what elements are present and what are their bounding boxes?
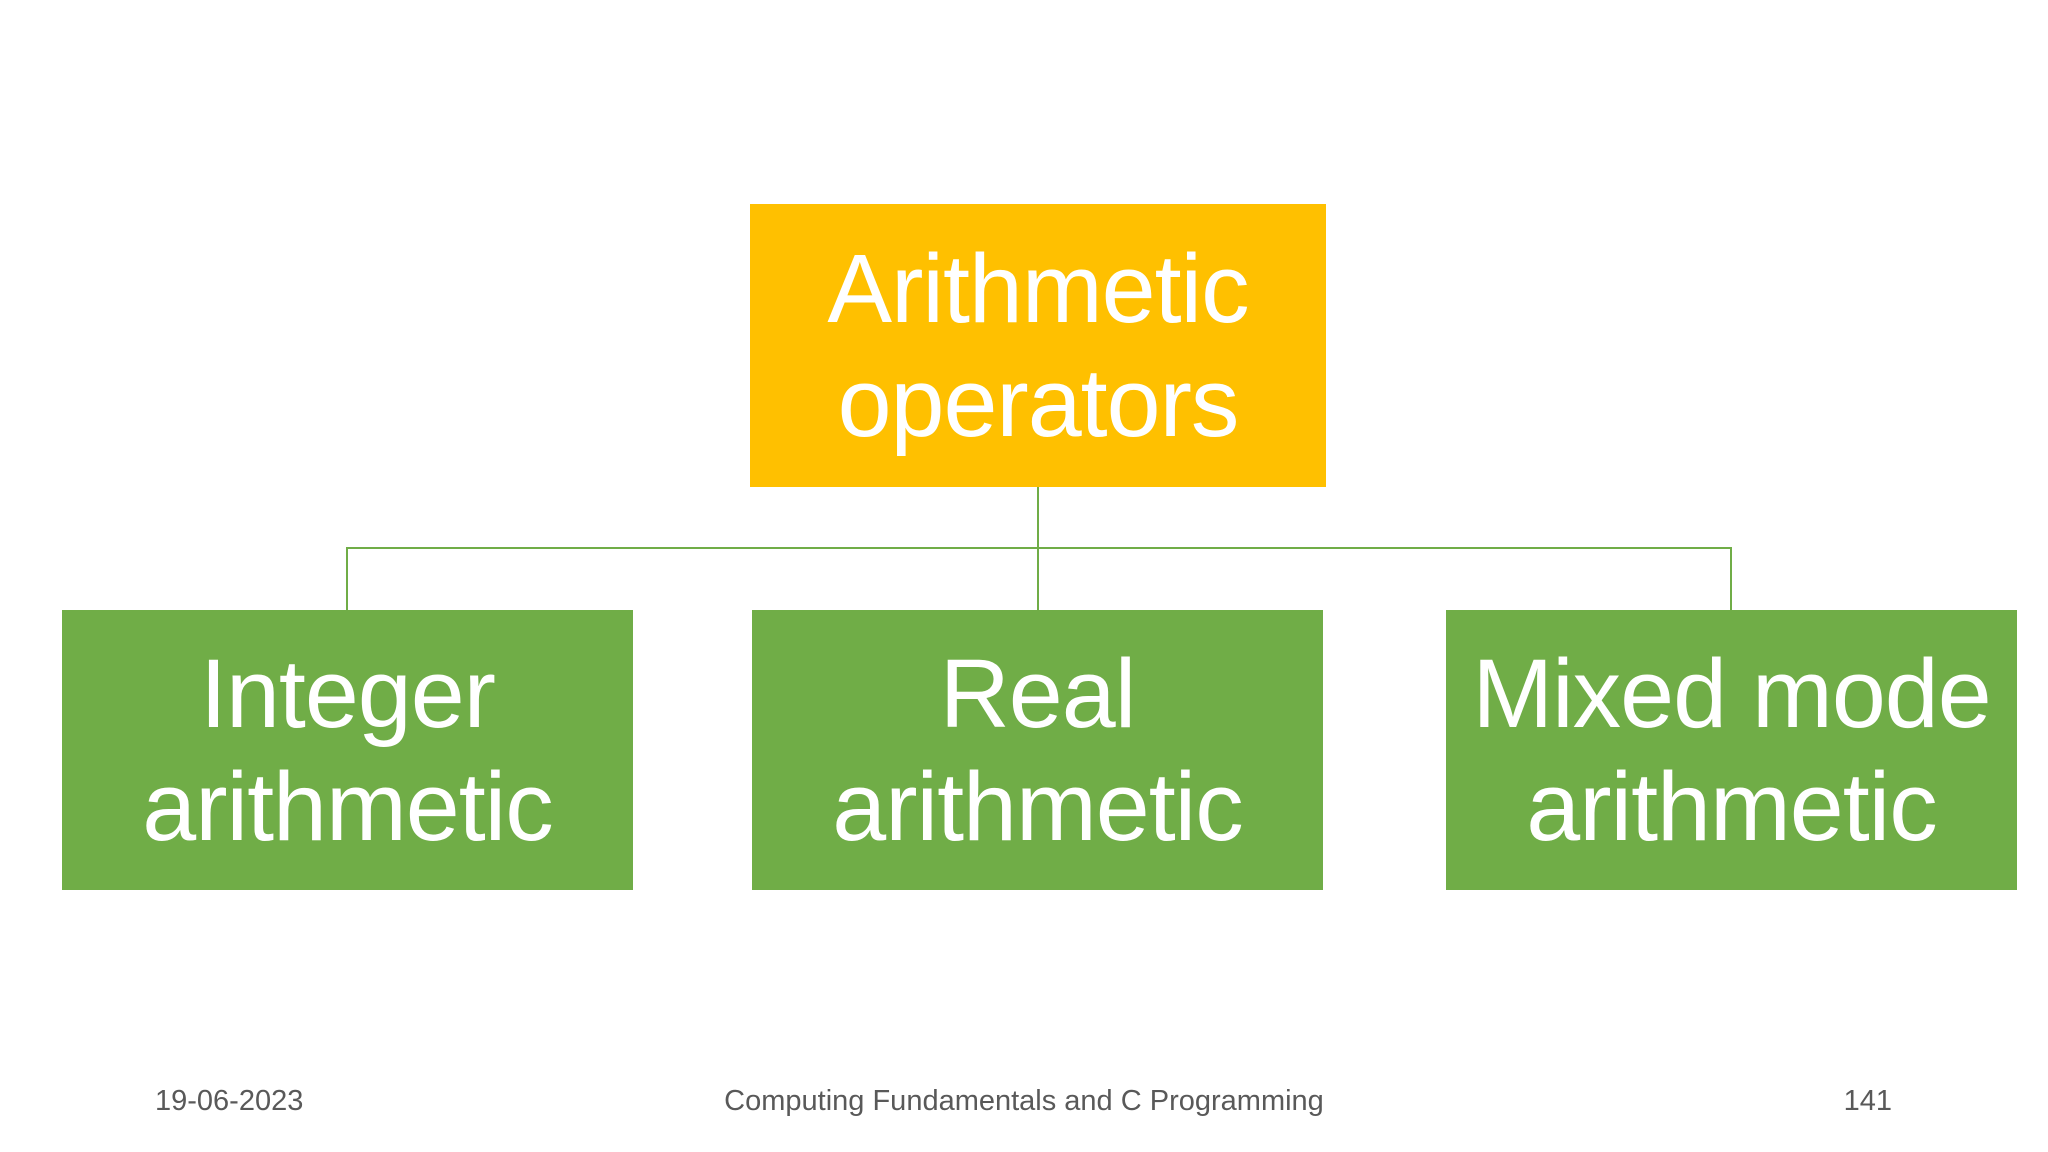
root-node-arithmetic-operators: Arithmetic operators [750,204,1326,487]
root-node-label: Arithmetic operators [827,234,1249,457]
footer-course-title: Computing Fundamentals and C Programming [724,1085,1324,1117]
child-node-mixed-mode-arithmetic: Mixed mode arithmetic [1446,610,2017,890]
child-node-real-arithmetic: Real arithmetic [752,610,1323,890]
child-node-label: Real arithmetic [832,638,1243,861]
child-node-integer-arithmetic: Integer arithmetic [62,610,633,890]
child-node-label: Mixed mode arithmetic [1472,638,1991,861]
child-node-label: Integer arithmetic [142,638,553,861]
connector-drop-mixed-mode [1730,547,1732,611]
connector-drop-real [1037,547,1039,611]
connector-drop-integer [346,547,348,611]
connector-horizontal-line [346,547,1732,549]
connector-root-stub [1037,487,1039,549]
footer-page-number: 141 [1843,1085,1892,1117]
footer-date: 19-06-2023 [155,1085,304,1117]
